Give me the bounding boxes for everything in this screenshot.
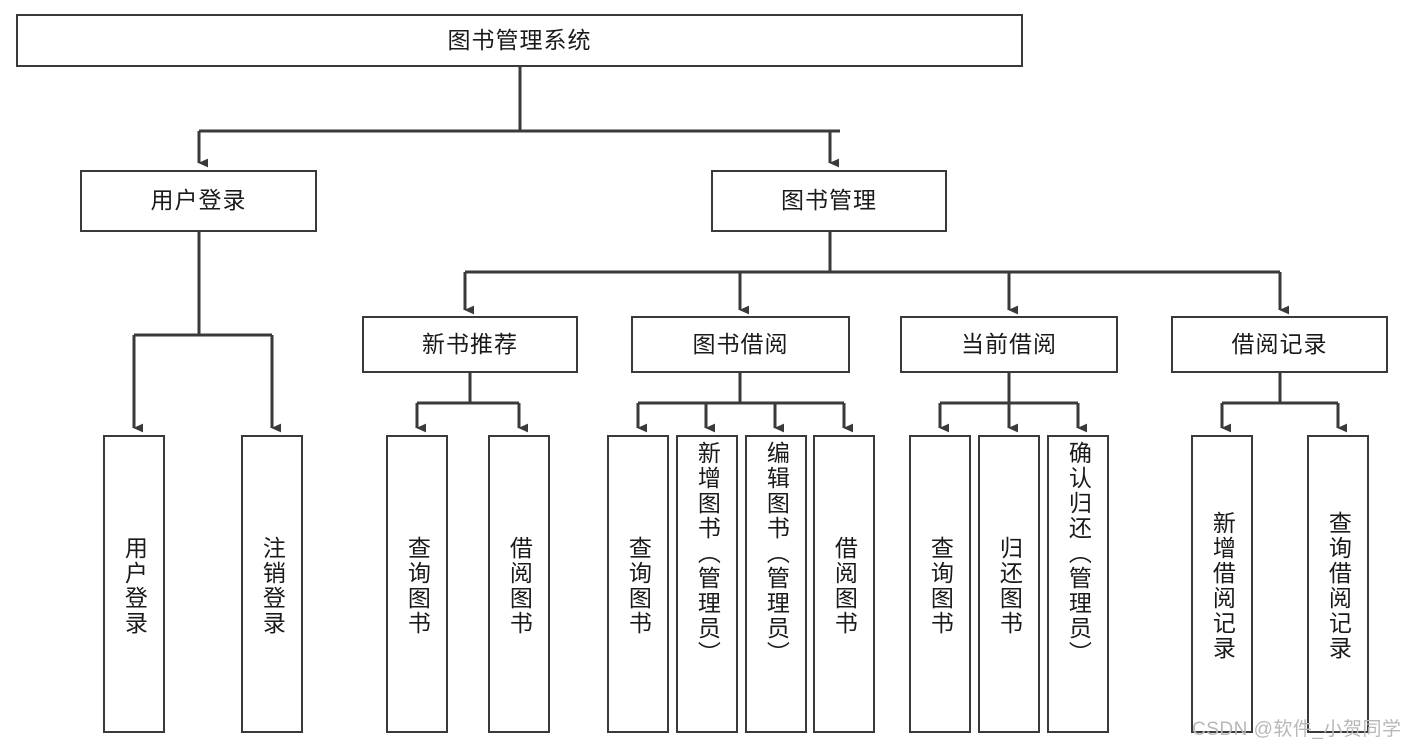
- connector-userlogin-to-leaves: [132, 232, 282, 433]
- leaf-logout[interactable]: 注销登录: [241, 435, 303, 733]
- node-label: 注销登录: [259, 536, 286, 636]
- leaf-user-login[interactable]: 用户登录: [103, 435, 165, 733]
- node-label: 当前借阅: [961, 330, 1057, 357]
- node-label: 新增图书（管理员）: [694, 441, 721, 666]
- node-label: 图书借阅: [692, 330, 789, 357]
- connector-currentborrow-to-leaves: [938, 373, 1088, 433]
- leaf-borrow-book-recommend[interactable]: 借阅图书: [488, 435, 550, 733]
- node-label: 图书管理系统: [447, 26, 592, 53]
- node-borrow-record[interactable]: 借阅记录: [1171, 316, 1388, 373]
- node-book-borrow[interactable]: 图书借阅: [631, 316, 850, 373]
- leaf-query-book-recommend[interactable]: 查询图书: [386, 435, 448, 733]
- connector-newbook-to-leaves: [415, 373, 529, 433]
- leaf-return-book[interactable]: 归还图书: [978, 435, 1040, 733]
- node-label: 新增借阅记录: [1209, 511, 1236, 661]
- node-book-management[interactable]: 图书管理: [711, 170, 947, 232]
- node-label: 编辑图书（管理员）: [763, 441, 790, 666]
- node-label: 用户登录: [121, 536, 148, 636]
- connector-bookmanage-to-level2: [463, 232, 1290, 315]
- node-label: 查询图书: [404, 536, 431, 636]
- leaf-confirm-return-admin[interactable]: 确认归还（管理员）: [1047, 435, 1109, 733]
- node-current-borrow[interactable]: 当前借阅: [900, 316, 1118, 373]
- leaf-add-borrow-record[interactable]: 新增借阅记录: [1191, 435, 1253, 733]
- connector-root-to-level1: [197, 67, 840, 168]
- node-root-system[interactable]: 图书管理系统: [16, 14, 1023, 67]
- connector-bookborrow-to-leaves: [636, 373, 854, 433]
- leaf-query-book-current[interactable]: 查询图书: [909, 435, 971, 733]
- node-label: 查询借阅记录: [1325, 511, 1352, 661]
- node-label: 图书管理: [781, 187, 877, 214]
- node-new-book-recommend[interactable]: 新书推荐: [362, 316, 578, 373]
- leaf-query-book-borrow[interactable]: 查询图书: [607, 435, 669, 733]
- leaf-edit-book-admin[interactable]: 编辑图书（管理员）: [745, 435, 807, 733]
- node-label: 借阅记录: [1231, 330, 1328, 357]
- node-label: 用户登录: [150, 187, 247, 214]
- leaf-add-book-admin[interactable]: 新增图书（管理员）: [676, 435, 738, 733]
- leaf-borrow-book[interactable]: 借阅图书: [813, 435, 875, 733]
- node-label: 确认归还（管理员）: [1065, 441, 1092, 666]
- node-label: 借阅图书: [506, 536, 533, 636]
- csdn-watermark: CSDN @软件_小贺同学: [1192, 719, 1402, 740]
- node-user-login[interactable]: 用户登录: [80, 170, 317, 232]
- node-label: 查询图书: [927, 536, 954, 636]
- connector-borrowrecord-to-leaves: [1220, 373, 1348, 433]
- node-label: 借阅图书: [831, 536, 858, 636]
- leaf-query-borrow-record[interactable]: 查询借阅记录: [1307, 435, 1369, 733]
- node-label: 新书推荐: [422, 330, 518, 357]
- node-label: 归还图书: [996, 536, 1023, 636]
- node-label: 查询图书: [625, 536, 652, 636]
